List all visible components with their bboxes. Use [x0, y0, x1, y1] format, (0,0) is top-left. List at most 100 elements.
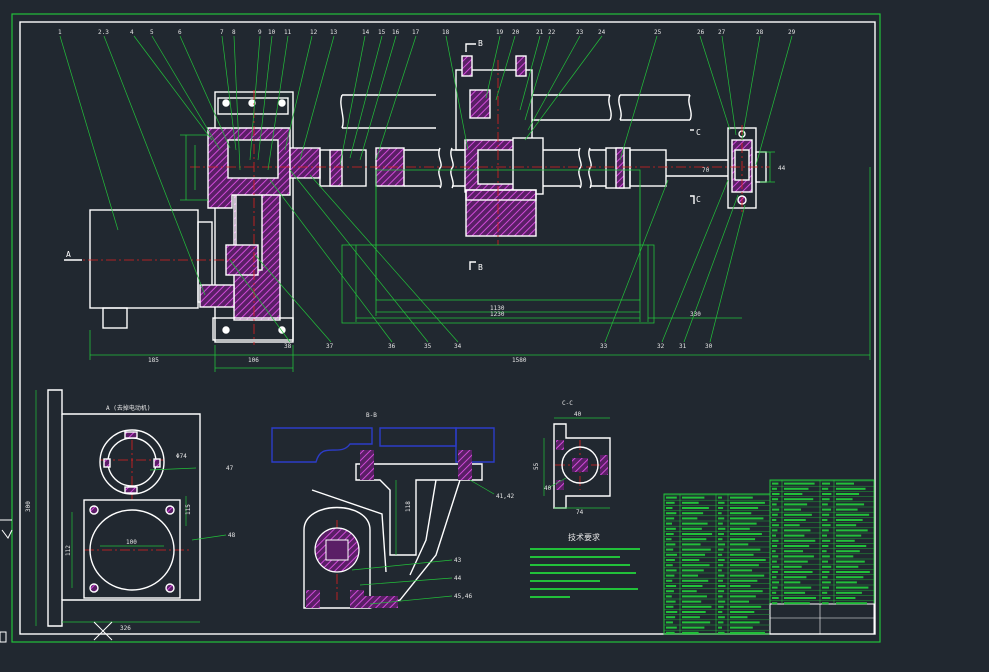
parts-list-cell	[682, 553, 706, 556]
parts-list-cell	[836, 482, 854, 485]
parts-list-cell	[836, 586, 869, 589]
parts-list-cell	[682, 527, 702, 530]
dim-55: 55	[533, 462, 540, 470]
dim-106: 106	[248, 357, 259, 364]
parts-list-cell	[822, 555, 830, 558]
parts-list-cell	[666, 611, 678, 613]
balloon-21: 21	[536, 29, 544, 36]
parts-list-cell	[784, 571, 813, 573]
parts-list-cell	[730, 501, 765, 504]
parts-list-cell	[730, 595, 756, 598]
section-mark-b-top: B	[478, 39, 483, 48]
view-bb	[271, 427, 495, 463]
dim-300: 300	[25, 501, 32, 512]
balloon-19: 19	[496, 29, 504, 36]
parts-list-cell	[730, 538, 756, 541]
technical-notes: 技术要求	[530, 532, 640, 598]
parts-list-cell	[836, 487, 866, 490]
balloon-37: 37	[326, 343, 334, 350]
parts-list-cell	[772, 498, 779, 501]
parts-list-cell	[784, 550, 804, 553]
parts-list-cell	[772, 545, 778, 547]
parts-list-cell	[718, 564, 724, 567]
section-mark-a: A	[66, 250, 71, 259]
parts-list-cell	[718, 611, 723, 613]
parts-list-cell	[784, 529, 811, 532]
balloon-32: 32	[657, 343, 665, 350]
parts-list-cell	[822, 539, 831, 542]
parts-list-cell	[836, 560, 865, 563]
parts-list-cell	[718, 590, 725, 593]
main-assembly-view	[89, 55, 767, 343]
parts-list-cell	[836, 493, 860, 495]
parts-list-cell	[730, 496, 753, 499]
parts-list-cell	[772, 524, 779, 527]
leader-lines	[59, 35, 793, 343]
parts-list-cell	[772, 560, 777, 563]
parts-list-cell	[730, 605, 762, 608]
parts-list-cell	[730, 564, 759, 567]
parts-list-cell	[682, 533, 713, 535]
drive-wheel	[465, 189, 537, 237]
view-a	[47, 389, 201, 627]
balloon-30: 30	[705, 343, 713, 350]
parts-list-cell	[730, 631, 765, 634]
balloon-2-3: 2.3	[98, 29, 109, 36]
parts-list-cell	[784, 586, 812, 589]
balloon-28: 28	[756, 29, 764, 36]
parts-list-cell	[836, 565, 859, 568]
dim-100: 100	[126, 539, 137, 546]
parts-list-cell	[822, 498, 830, 501]
parts-list-cell	[822, 591, 828, 594]
parts-list-cell	[718, 496, 722, 499]
dim-phi74: Φ74	[176, 453, 187, 460]
parts-list-cell	[718, 585, 726, 587]
parts-list-cell	[730, 527, 750, 530]
parts-list-cell	[666, 616, 676, 619]
parts-list-cell	[730, 585, 751, 587]
parts-list-cell	[822, 534, 827, 537]
parts-list-cell	[822, 482, 830, 485]
parts-list-cell	[718, 559, 725, 561]
parts-list-cell	[718, 616, 725, 619]
parts-list-cell	[822, 513, 830, 516]
dim-1580: 1580	[512, 357, 527, 364]
callout-41-42: 41,42	[496, 493, 514, 500]
balloon-9: 9	[258, 29, 262, 36]
parts-list-cell	[666, 553, 678, 556]
dim-330: 330	[690, 311, 701, 318]
parts-list-cell	[784, 503, 808, 506]
parts-list-cell	[822, 550, 827, 553]
parts-list-cell	[836, 503, 865, 506]
section-mark-b-bottom: B	[478, 263, 483, 272]
dim-40: 40	[574, 411, 582, 418]
parts-list-cell	[836, 498, 853, 501]
parts-list-cell	[666, 579, 673, 582]
parts-list-cell	[772, 519, 777, 521]
parts-list-cell	[836, 597, 856, 599]
parts-list-cell	[682, 631, 699, 634]
parts-list-cell	[822, 493, 832, 495]
parts-list-cell	[772, 529, 778, 532]
balloon-34: 34	[454, 343, 462, 350]
parts-list-cell	[730, 543, 749, 546]
parts-list-cell	[682, 626, 705, 629]
parts-list-cell	[836, 591, 862, 594]
balloon-4: 4	[130, 29, 134, 36]
parts-list-cell	[730, 512, 752, 515]
parts-list-cell	[822, 571, 830, 573]
parts-list-cell	[666, 626, 677, 629]
parts-list-cell	[666, 631, 675, 634]
balloon-7: 7	[220, 29, 224, 36]
parts-list-cell	[682, 512, 704, 515]
parts-list-cell	[822, 602, 829, 605]
callout-47: 47	[226, 465, 234, 472]
parts-list-cell	[718, 579, 723, 582]
parts-list-cell	[730, 507, 759, 509]
balloon-25: 25	[654, 29, 662, 36]
parts-list-cell	[784, 539, 816, 542]
balloon-24: 24	[598, 29, 606, 36]
parts-list-cell	[682, 538, 707, 541]
parts-list-cell	[772, 591, 777, 594]
